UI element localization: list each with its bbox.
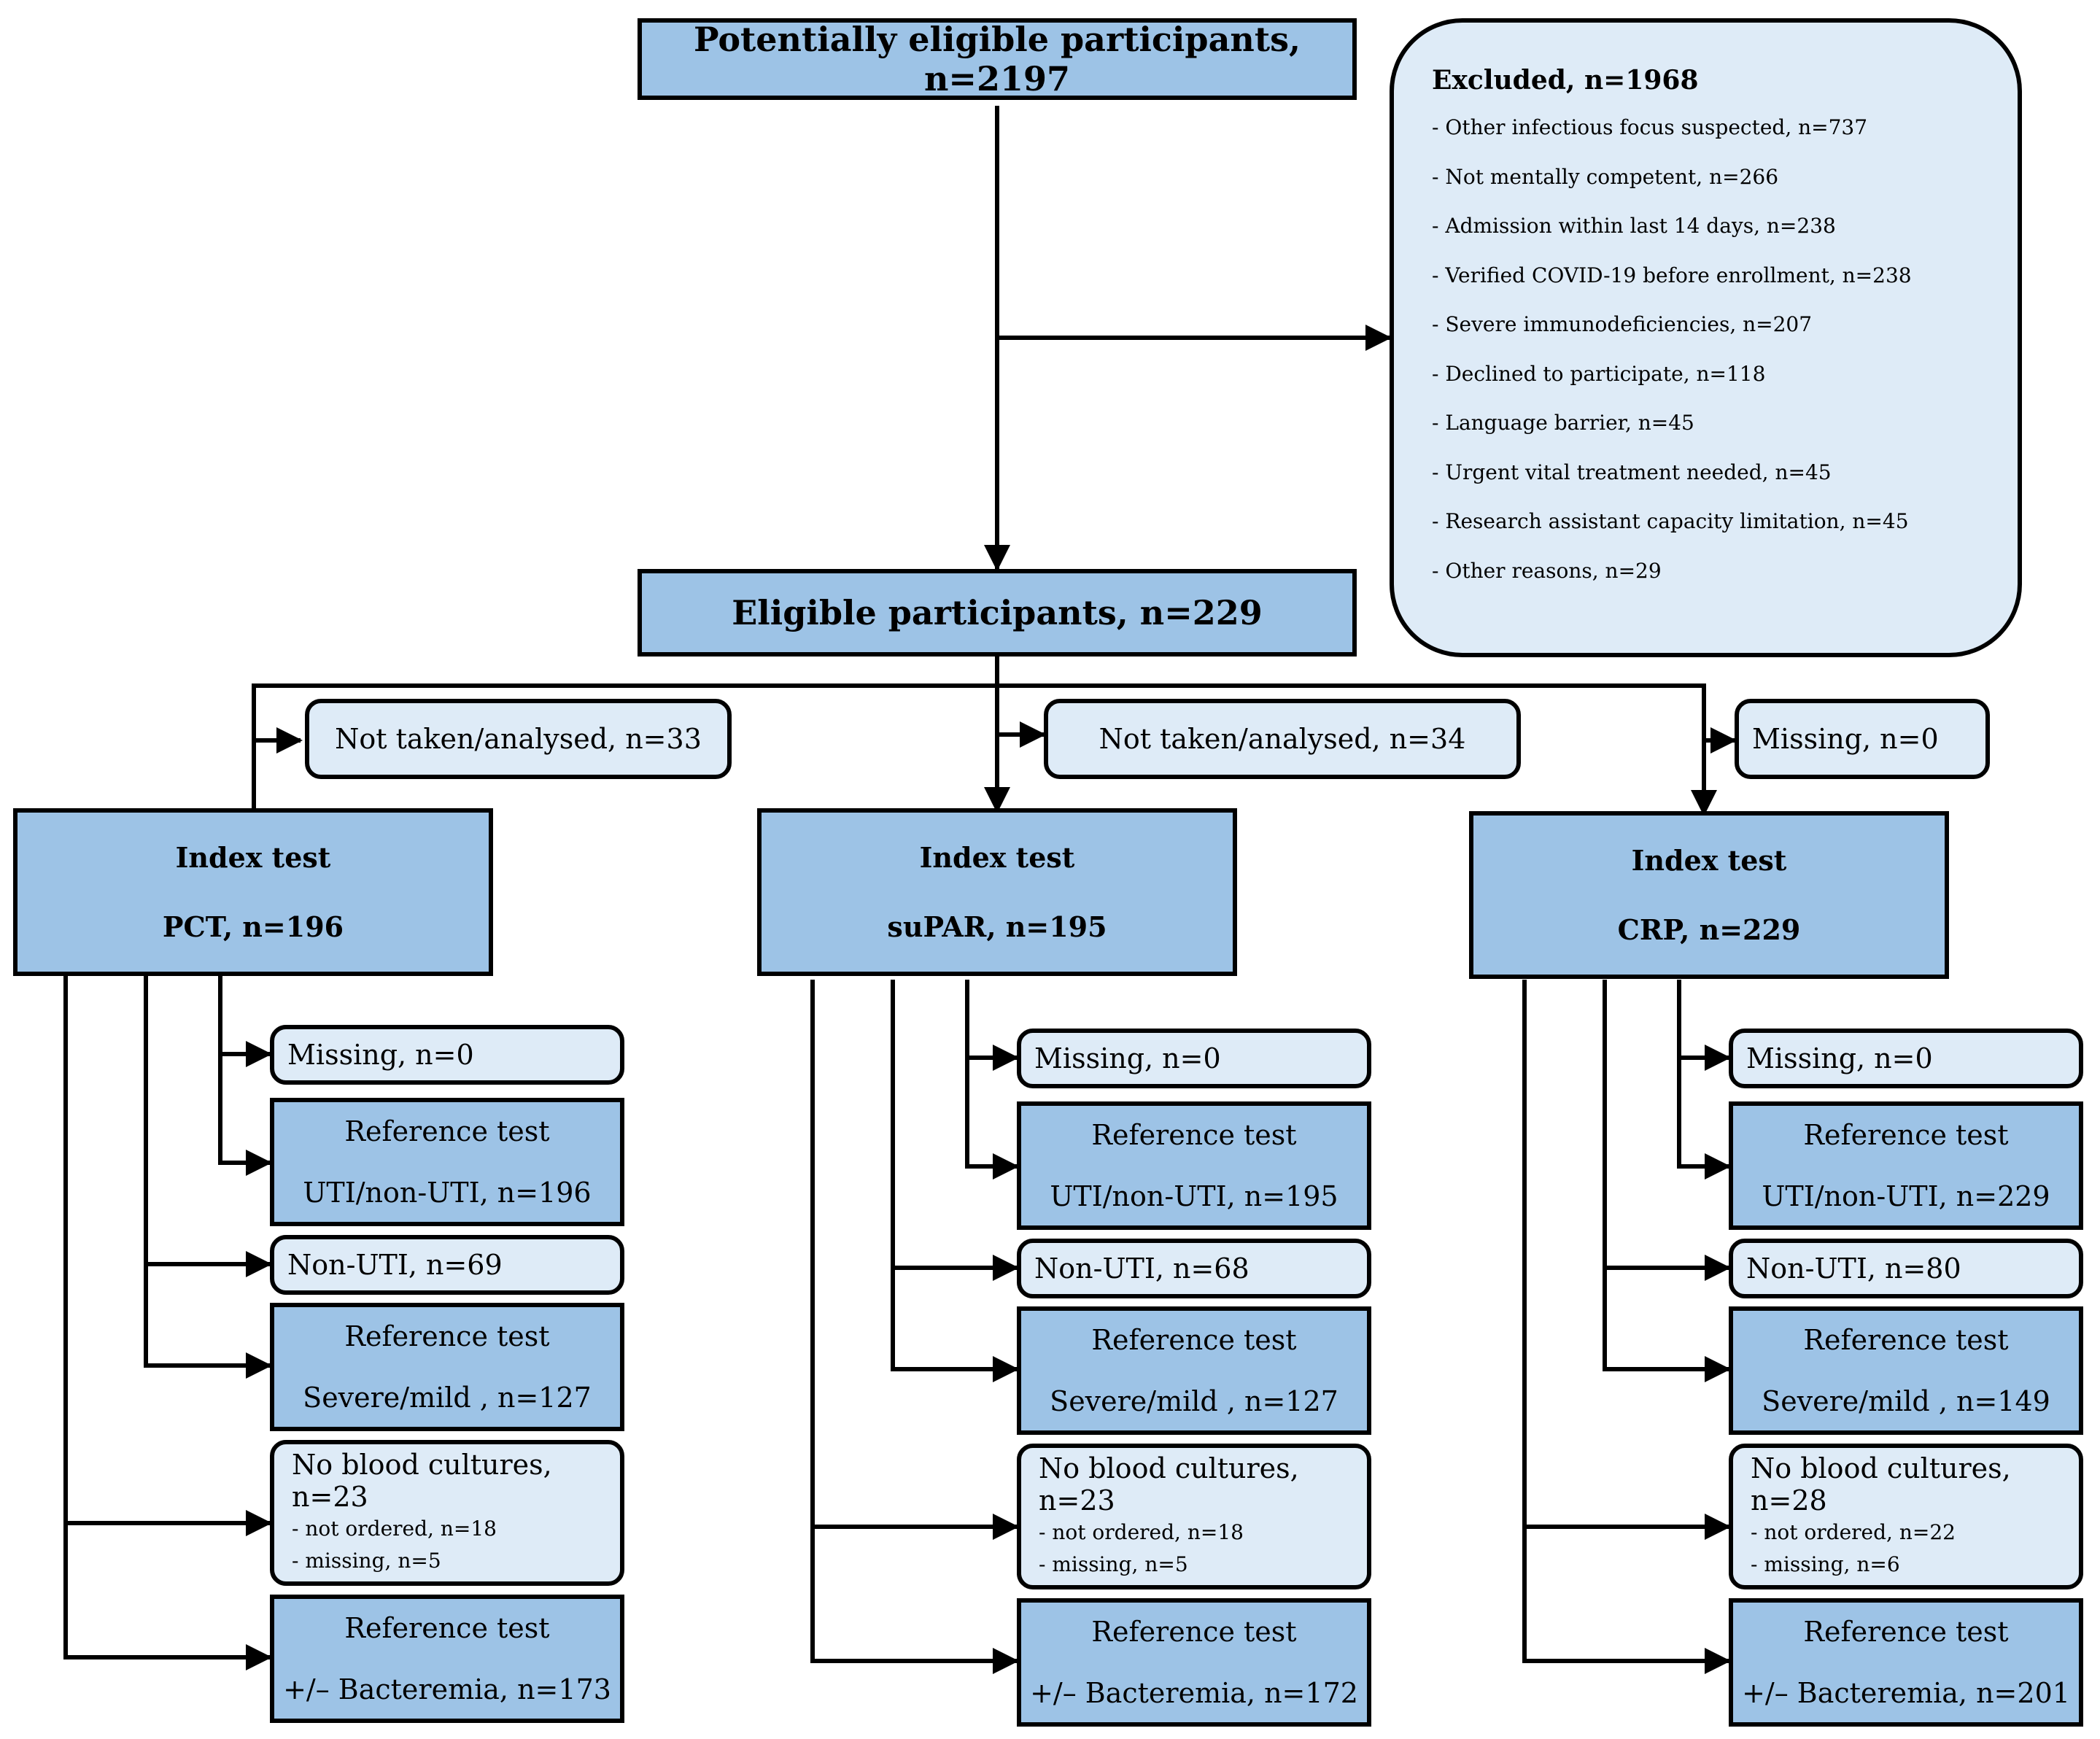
- not-ordered-label: - not ordered, n=18: [1039, 1520, 1244, 1544]
- not-ordered-label: - not ordered, n=22: [1751, 1520, 1956, 1544]
- index-test-value: suPAR, n=195: [887, 910, 1107, 943]
- reference-test-bacteremia: Reference test +/– Bacteremia, n=201: [1729, 1598, 2083, 1727]
- excluded-reason: - Language barrier, n=45: [1432, 411, 1694, 435]
- reference-test-value: +/– Bacteremia, n=173: [283, 1673, 611, 1705]
- reference-test-label: Reference test: [1803, 1324, 2009, 1356]
- eligible-label: Eligible participants, n=229: [732, 593, 1263, 632]
- non-uti-label: Non-UTI, n=68: [1034, 1252, 1249, 1285]
- excluded-reason: - Admission within last 14 days, n=238: [1432, 214, 1836, 238]
- eligible-box: Eligible participants, n=229: [638, 569, 1357, 657]
- reference-test-value: Severe/mild , n=127: [303, 1382, 592, 1414]
- no-blood-cultures-label: No blood cultures, n=28: [1751, 1452, 2011, 1517]
- missing-cultures-label: - missing, n=6: [1751, 1552, 1900, 1576]
- reference-test-label: Reference test: [1091, 1324, 1297, 1356]
- reference-test-uti: Reference test UTI/non-UTI, n=229: [1729, 1101, 2083, 1230]
- index-test-pct: Index test PCT, n=196: [13, 808, 493, 976]
- excluded-title: Excluded, n=1968: [1432, 65, 1699, 96]
- index-test-label: Index test: [1631, 844, 1787, 877]
- index-test-supar: Index test suPAR, n=195: [757, 808, 1237, 976]
- potentially-eligible-label: Potentially eligible participants, n=219…: [694, 20, 1301, 98]
- reference-test-uti: Reference test UTI/non-UTI, n=195: [1017, 1101, 1371, 1230]
- excluded-box: Excluded, n=1968 - Other infectious focu…: [1390, 18, 2022, 657]
- missing-label: Missing, n=0: [1746, 1042, 1933, 1074]
- not-ordered-label: - not ordered, n=18: [292, 1517, 497, 1541]
- reference-test-severity: Reference test Severe/mild , n=149: [1729, 1306, 2083, 1435]
- reference-test-severity: Reference test Severe/mild , n=127: [1017, 1306, 1371, 1435]
- no-blood-cultures-label: No blood cultures, n=23: [1039, 1452, 1299, 1517]
- reference-test-value: Severe/mild , n=149: [1762, 1385, 2050, 1417]
- not-taken-box-pct: Not taken/analysed, n=33: [305, 699, 732, 779]
- reference-test-value: UTI/non-UTI, n=196: [303, 1177, 592, 1209]
- reference-test-value: UTI/non-UTI, n=195: [1050, 1180, 1338, 1212]
- excluded-reason: - Not mentally competent, n=266: [1432, 164, 1779, 189]
- missing-box-crp-index: Missing, n=0: [1735, 699, 1990, 779]
- missing-box: Missing, n=0: [270, 1025, 624, 1085]
- not-taken-box-supar: Not taken/analysed, n=34: [1044, 699, 1521, 779]
- excluded-reason: - Research assistant capacity limitation…: [1432, 509, 1909, 533]
- index-test-value: PCT, n=196: [162, 910, 344, 943]
- non-uti-label: Non-UTI, n=80: [1746, 1252, 1961, 1285]
- non-uti-box: Non-UTI, n=69: [270, 1235, 624, 1295]
- non-uti-box: Non-UTI, n=68: [1017, 1239, 1371, 1298]
- reference-test-value: +/– Bacteremia, n=201: [1742, 1677, 2070, 1709]
- reference-test-bacteremia: Reference test +/– Bacteremia, n=173: [270, 1595, 624, 1723]
- index-test-value: CRP, n=229: [1617, 913, 1801, 946]
- no-blood-cultures-box: No blood cultures, n=23 - not ordered, n…: [1017, 1444, 1371, 1589]
- no-blood-cultures-label: No blood cultures, n=23: [292, 1449, 552, 1513]
- excluded-reason: - Severe immunodeficiencies, n=207: [1432, 312, 1813, 336]
- index-test-label: Index test: [175, 841, 331, 874]
- non-uti-label: Non-UTI, n=69: [287, 1249, 503, 1281]
- missing-label: Missing, n=0: [287, 1039, 474, 1071]
- reference-test-label: Reference test: [1803, 1119, 2009, 1151]
- reference-test-bacteremia: Reference test +/– Bacteremia, n=172: [1017, 1598, 1371, 1727]
- missing-label: Missing, n=0: [1034, 1042, 1221, 1074]
- excluded-reason: - Urgent vital treatment needed, n=45: [1432, 460, 1832, 484]
- no-blood-cultures-box: No blood cultures, n=28 - not ordered, n…: [1729, 1444, 2083, 1589]
- missing-box: Missing, n=0: [1017, 1029, 1371, 1088]
- index-test-crp: Index test CRP, n=229: [1469, 811, 1949, 979]
- reference-test-value: +/– Bacteremia, n=172: [1030, 1677, 1358, 1709]
- no-blood-cultures-box: No blood cultures, n=23 - not ordered, n…: [270, 1440, 624, 1586]
- reference-test-value: UTI/non-UTI, n=229: [1762, 1180, 2050, 1212]
- reference-test-value: Severe/mild , n=127: [1050, 1385, 1338, 1417]
- excluded-reason: - Verified COVID-19 before enrollment, n…: [1432, 263, 1912, 287]
- reference-test-label: Reference test: [344, 1320, 550, 1352]
- index-test-label: Index test: [919, 841, 1075, 874]
- excluded-reason: - Other infectious focus suspected, n=73…: [1432, 115, 1868, 139]
- missing-cultures-label: - missing, n=5: [292, 1549, 441, 1573]
- missing-box: Missing, n=0: [1729, 1029, 2083, 1088]
- reference-test-label: Reference test: [1803, 1616, 2009, 1648]
- reference-test-label: Reference test: [344, 1612, 550, 1644]
- reference-test-label: Reference test: [1091, 1616, 1297, 1648]
- reference-test-uti: Reference test UTI/non-UTI, n=196: [270, 1098, 624, 1226]
- reference-test-label: Reference test: [344, 1115, 550, 1147]
- excluded-reason: - Other reasons, n=29: [1432, 558, 1662, 583]
- not-taken-label: Not taken/analysed, n=34: [1099, 723, 1466, 755]
- reference-test-label: Reference test: [1091, 1119, 1297, 1151]
- potentially-eligible-box: Potentially eligible participants, n=219…: [638, 18, 1357, 100]
- not-taken-label: Not taken/analysed, n=33: [335, 723, 702, 755]
- non-uti-box: Non-UTI, n=80: [1729, 1239, 2083, 1298]
- excluded-reason: - Declined to participate, n=118: [1432, 361, 1766, 386]
- reference-test-severity: Reference test Severe/mild , n=127: [270, 1303, 624, 1431]
- missing-cultures-label: - missing, n=5: [1039, 1552, 1188, 1576]
- missing-label: Missing, n=0: [1752, 723, 1939, 755]
